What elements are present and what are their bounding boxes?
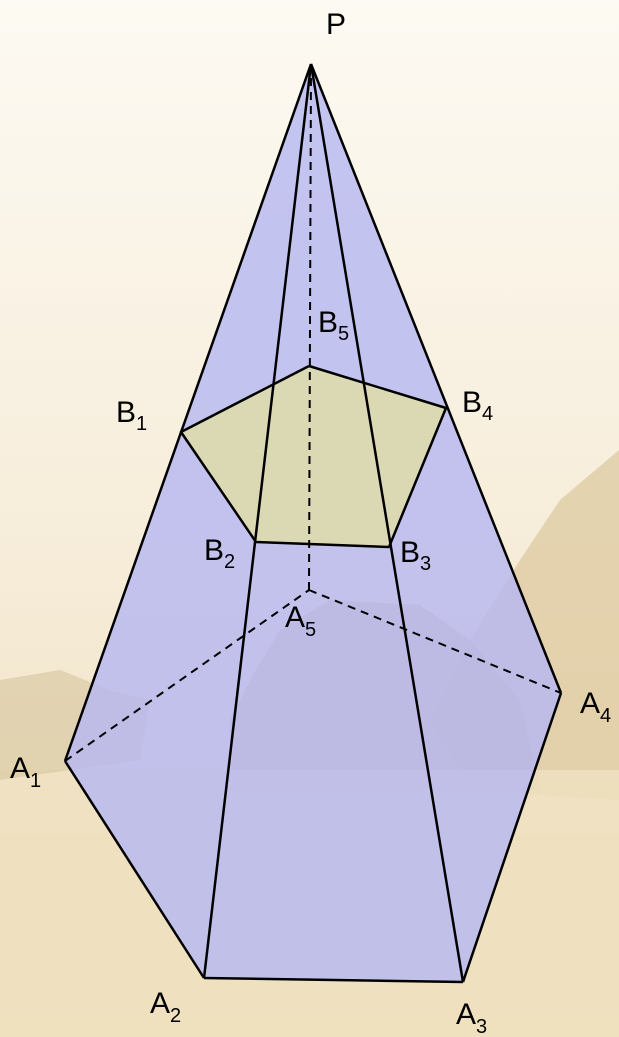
label-A1: A1 xyxy=(10,752,41,792)
label-B1: B1 xyxy=(116,396,147,435)
label-B3: B3 xyxy=(400,536,431,575)
label-B5: B5 xyxy=(318,306,349,345)
label-B2: B2 xyxy=(204,534,235,573)
label-A4: A4 xyxy=(580,687,611,727)
label-B4: B4 xyxy=(462,386,493,425)
label-P: P xyxy=(326,8,346,41)
edge-PA1 xyxy=(63,63,313,762)
hidden-edge-A5A4 xyxy=(308,589,562,694)
label-A2: A2 xyxy=(150,987,181,1027)
hidden-edge-PA5 xyxy=(308,63,312,591)
edge-PA3 xyxy=(309,63,465,983)
label-A3: A3 xyxy=(456,998,487,1037)
section-pentagon xyxy=(181,366,446,547)
hidden-edge-A1A5 xyxy=(64,589,310,762)
section-edges-front xyxy=(179,364,448,549)
edge-A2A3 xyxy=(203,976,464,984)
edge-A1A2 xyxy=(63,760,206,979)
edge-PA4 xyxy=(309,63,563,694)
edge-A3A4 xyxy=(461,692,563,983)
vertex-labels: P A1 A2 A3 A4 A5 B1 B2 B3 B4 B5 xyxy=(10,8,611,1037)
edge-PA2 xyxy=(202,63,313,979)
label-A5: A5 xyxy=(285,601,316,641)
